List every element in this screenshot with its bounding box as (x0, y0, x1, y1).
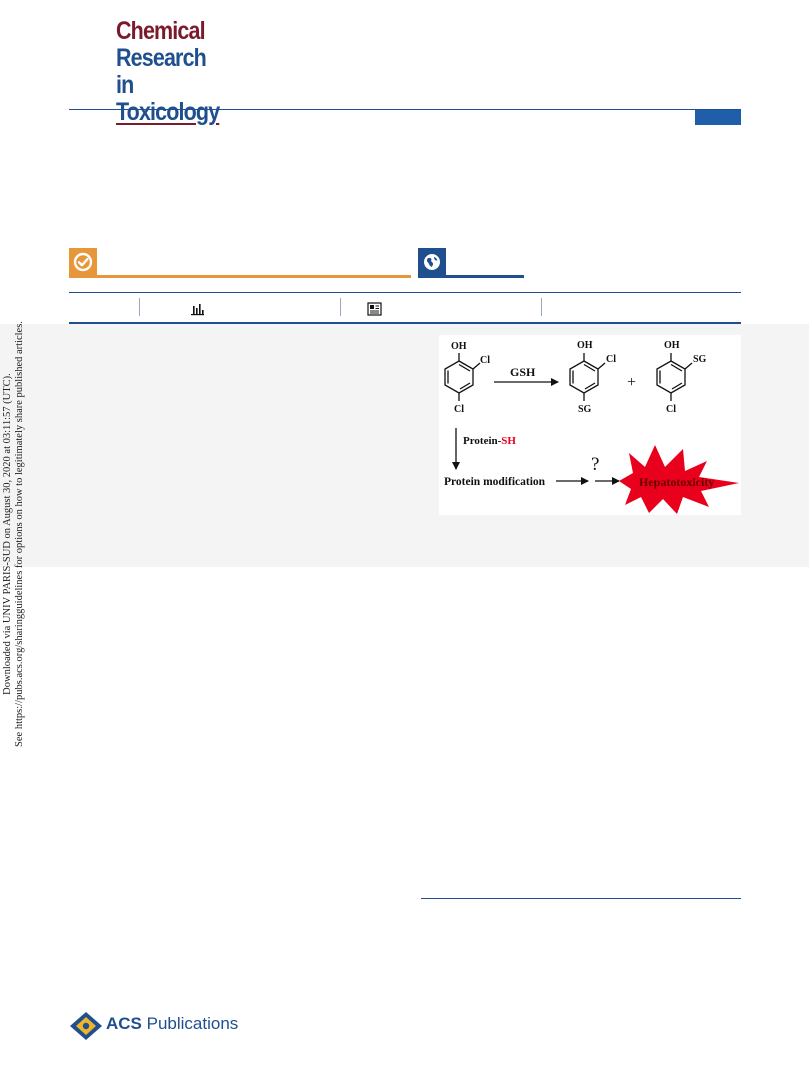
open-access-underline (69, 275, 411, 278)
download-notice-line2: See https://pubs.acs.org/sharingguidelin… (14, 321, 25, 747)
cl-label: Cl (606, 354, 616, 365)
globe-icon (424, 254, 440, 270)
question-mark: ? (591, 454, 599, 475)
hepatotoxicity-label: Hepatotoxicity (639, 475, 714, 489)
journal-logo-line1: Chemical (116, 17, 206, 45)
protein-sh: SH (501, 435, 516, 447)
article-icon (367, 302, 382, 316)
cl-label: Cl (480, 355, 490, 366)
journal-logo: Chemical Research in Toxicology (116, 18, 224, 126)
acs-logo (69, 1011, 103, 1041)
molecule-conjugate-2 (656, 353, 693, 401)
journal-logo-line3: Toxicology (116, 98, 220, 126)
open-access-badge[interactable] (69, 248, 97, 276)
check-circle-icon (73, 252, 93, 272)
metrics-button[interactable] (190, 302, 205, 321)
article-type-tab (695, 110, 741, 125)
reaction-scheme: OH Cl Cl GSH OH Cl SG + (444, 340, 739, 514)
protein-prefix: Protein- (463, 435, 502, 447)
metrics-bar-top-rule (69, 292, 741, 293)
cl-label: Cl (454, 404, 464, 415)
public-access-badge[interactable] (418, 248, 446, 276)
sg-label: SG (578, 404, 592, 415)
acs-wordmark-rest: Publications (141, 1014, 239, 1033)
metrics-bar-bottom-rule (69, 322, 741, 324)
protein-label: Protein-SH (463, 435, 516, 447)
footnote-rule (421, 898, 741, 899)
hepatotoxicity-burst (619, 445, 739, 514)
metrics-separator (139, 298, 140, 316)
download-notice-line1: Downloaded via UNIV PARIS-SUD on August … (2, 373, 13, 695)
sg-label: SG (693, 354, 707, 365)
journal-logo-line2: Research in (116, 44, 207, 99)
acs-hexagon-icon (70, 1012, 102, 1040)
header-rule (69, 109, 741, 110)
plus-sign: + (627, 374, 636, 391)
acs-wordmark-bold: ACS (106, 1014, 142, 1033)
download-notice: Downloaded via UNIV PARIS-SUD on August … (0, 0, 28, 1067)
molecule-dichlorophenol (444, 353, 481, 401)
public-access-underline (418, 275, 524, 278)
molecule-conjugate-1 (569, 353, 606, 401)
metrics-separator (340, 298, 341, 316)
oh-label: OH (577, 340, 593, 351)
oh-label: OH (664, 340, 680, 351)
oh-label: OH (451, 341, 467, 352)
protein-modification-label: Protein modification (444, 476, 546, 488)
toc-graphic: OH Cl Cl GSH OH Cl SG + (439, 335, 741, 515)
article-recommendations-button[interactable] (367, 302, 382, 321)
bar-chart-icon (191, 304, 204, 316)
cl-label: Cl (666, 404, 676, 415)
reagent-label: GSH (510, 365, 536, 379)
acs-publications-wordmark: ACS Publications (106, 1014, 238, 1034)
metrics-separator (541, 298, 542, 316)
